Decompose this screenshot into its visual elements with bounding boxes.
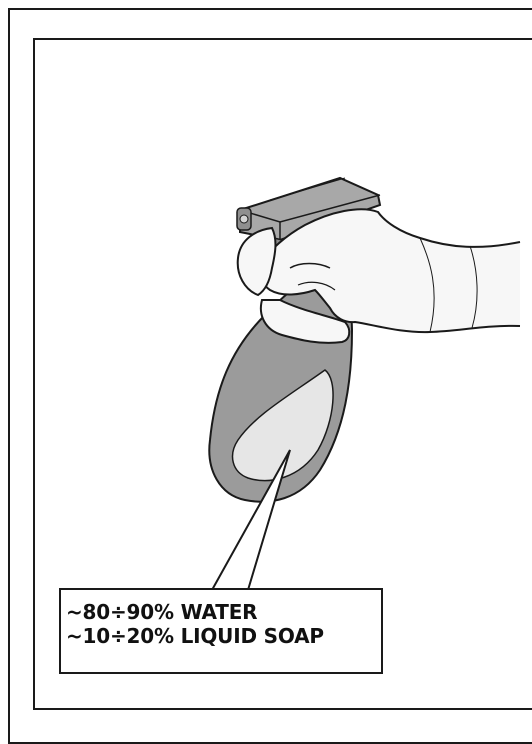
- mixture-callout: ~80÷90% WATER ~10÷20% LIQUID SOAP: [59, 588, 383, 674]
- soap-ratio-label: ~10÷20% LIQUID SOAP: [66, 624, 381, 648]
- water-ratio-label: ~80÷90% WATER: [66, 600, 381, 624]
